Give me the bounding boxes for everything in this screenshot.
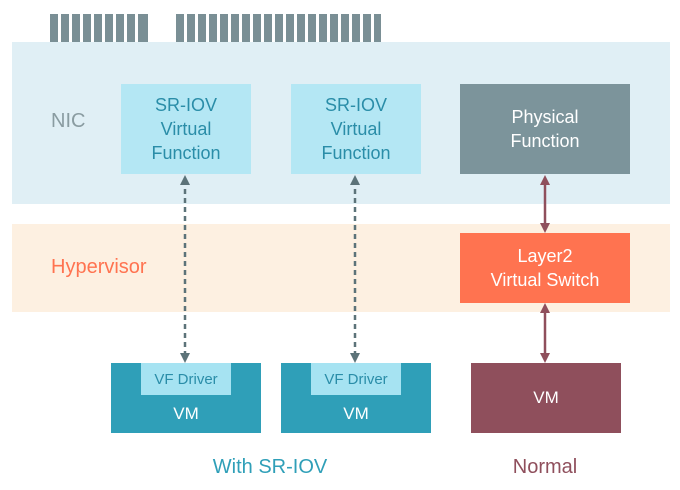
- vm-sriov-2: VF Driver VM: [281, 363, 431, 433]
- pcie-connector-right-pins: [176, 14, 381, 42]
- vf-1-line2: Virtual: [160, 119, 212, 139]
- vf-1-line3: Function: [151, 143, 221, 163]
- layer2-virtual-switch-box: Layer2 Virtual Switch: [460, 233, 630, 303]
- sriov-virtual-function-2: SR-IOV Virtual Function: [291, 84, 421, 174]
- pcie-connector-left: [50, 14, 148, 42]
- group-label-sriov: With SR-IOV: [212, 455, 328, 478]
- vm-sriov-2-label: VM: [343, 404, 369, 423]
- group-label-normal: Normal: [512, 455, 578, 478]
- physical-function-box: Physical Function: [460, 84, 630, 174]
- hypervisor-label: Hypervisor: [51, 256, 147, 278]
- vm-normal: VM: [471, 363, 621, 433]
- vf-2-line2: Virtual: [330, 119, 382, 139]
- pf-line2: Function: [510, 131, 580, 151]
- vf-2-line1: SR-IOV: [324, 95, 387, 115]
- sriov-virtual-function-1: SR-IOV Virtual Function: [121, 84, 251, 174]
- vm-sriov-1-label: VM: [173, 404, 199, 423]
- vf-driver-2: VF Driver: [311, 363, 401, 395]
- pcie-connector-left-pins: [50, 14, 148, 42]
- nic-label: NIC: [51, 110, 86, 132]
- l2-line1: Layer2: [517, 246, 573, 266]
- pcie-connector-right: [176, 14, 381, 42]
- pf-line1: Physical: [511, 107, 579, 127]
- vf-1-line1: SR-IOV: [154, 95, 217, 115]
- vf-2-line3: Function: [321, 143, 391, 163]
- vf-driver-1: VF Driver: [141, 363, 231, 395]
- l2-line2: Virtual Switch: [490, 270, 600, 290]
- vm-sriov-1: VF Driver VM: [111, 363, 261, 433]
